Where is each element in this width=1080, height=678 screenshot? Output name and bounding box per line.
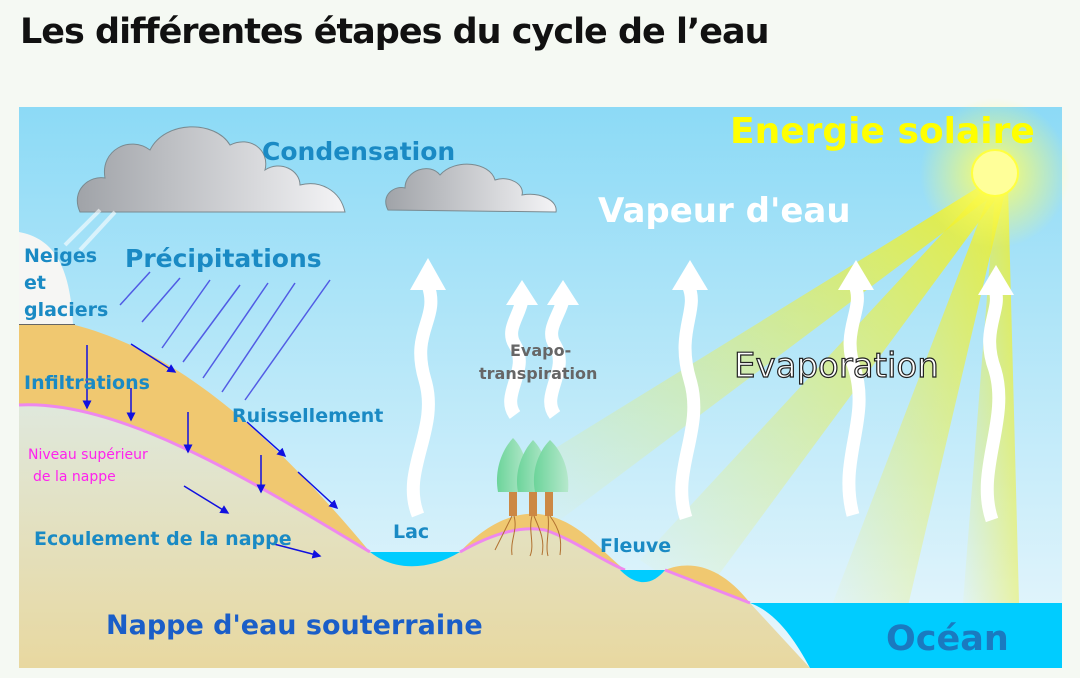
- label-vapeur: Vapeur d'eau: [598, 191, 851, 231]
- soil-layer: [19, 325, 370, 552]
- page-title: Les différentes étapes du cycle de l’eau: [20, 12, 770, 52]
- label-infiltrations: Infiltrations: [24, 372, 150, 394]
- cloud-large: [76, 126, 346, 213]
- label-glaciers: glaciers: [24, 299, 108, 321]
- label-precipitations: Précipitations: [125, 244, 322, 273]
- label-de-la-nappe: de la nappe: [33, 469, 116, 485]
- label-et: et: [24, 272, 46, 294]
- river: [620, 570, 665, 583]
- label-energie-solaire: Energie solaire: [730, 111, 1035, 152]
- label-ruissellement: Ruissellement: [232, 405, 383, 427]
- flow-arrows: [82, 343, 339, 559]
- label-evapo: Evapo-: [510, 341, 571, 360]
- label-nappe: Nappe d'eau souterraine: [106, 610, 483, 641]
- label-ocean: Océan: [886, 619, 1009, 659]
- sun-icon: [971, 149, 1019, 197]
- vapor-arrows: [406, 282, 1006, 523]
- cloud-small: [385, 163, 557, 213]
- groundwater-layer: [19, 404, 810, 668]
- label-lac: Lac: [393, 521, 429, 543]
- label-transpiration: transpiration: [479, 364, 597, 383]
- vapor-arrowheads: [410, 258, 1014, 305]
- label-evaporation: Evaporation: [734, 346, 939, 386]
- precipitation-rain: [119, 271, 331, 401]
- sun-beams: [520, 180, 1020, 640]
- label-neiges: Neiges: [24, 245, 97, 267]
- label-ecoulement: Ecoulement de la nappe: [34, 528, 292, 550]
- label-fleuve: Fleuve: [600, 535, 671, 557]
- snow-glacier: [19, 232, 73, 325]
- lake: [370, 552, 460, 567]
- label-condensation: Condensation: [262, 137, 455, 166]
- label-niveau: Niveau supérieur: [28, 447, 148, 463]
- ocean: [750, 603, 1062, 668]
- trees: [494, 438, 569, 557]
